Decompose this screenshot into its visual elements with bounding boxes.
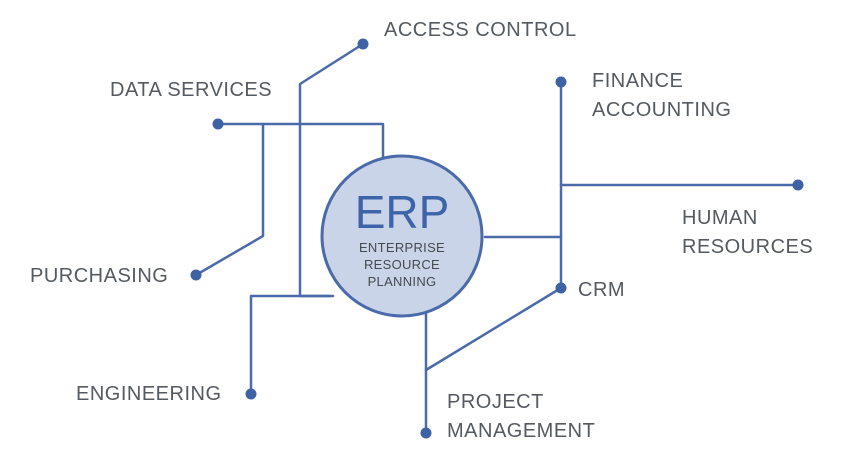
access-control-label: ACCESS CONTROL	[384, 19, 577, 41]
crm-dot	[555, 282, 567, 294]
access-control-dot	[357, 38, 369, 50]
data-services-label: DATA SERVICES	[110, 79, 272, 101]
engineering-label: ENGINEERING	[76, 383, 222, 405]
project-management-dot	[420, 427, 432, 439]
finance-label-line-2: ACCOUNTING	[592, 99, 731, 121]
finance-dot	[555, 76, 567, 88]
project-management-label-line-2: MANAGEMENT	[447, 420, 595, 442]
erp-subtitle-line-2: RESOURCE	[364, 257, 440, 272]
crm-connector	[424, 286, 563, 372]
erp-subtitle-line-1: ENTERPRISE	[359, 240, 445, 255]
purchasing-connector	[194, 122, 265, 277]
human-resources-label-line-2: RESOURCES	[682, 236, 813, 258]
human-resources-dot	[792, 179, 804, 191]
node-labels: ACCESS CONTROL DATA SERVICES FINANCE ACC…	[30, 19, 813, 442]
finance-label-line-1: FINANCE	[592, 70, 683, 92]
purchasing-label: PURCHASING	[30, 265, 168, 287]
connector-lines	[194, 42, 800, 435]
data-services-connector	[216, 122, 385, 160]
erp-title: ERP	[355, 186, 450, 238]
engineering-connector	[249, 294, 335, 396]
engineering-dot	[245, 388, 257, 400]
human-resources-label-line-1: HUMAN	[682, 207, 758, 229]
erp-subtitle-line-3: PLANNING	[368, 274, 437, 289]
erp-hub: ERP ENTERPRISE RESOURCE PLANNING	[320, 154, 484, 318]
erp-hub-circle	[320, 154, 484, 318]
endpoint-dots	[190, 38, 804, 439]
data-services-dot	[212, 118, 224, 130]
purchasing-dot	[190, 269, 202, 281]
crm-label: CRM	[578, 279, 625, 301]
project-management-label-line-1: PROJECT	[447, 391, 544, 413]
